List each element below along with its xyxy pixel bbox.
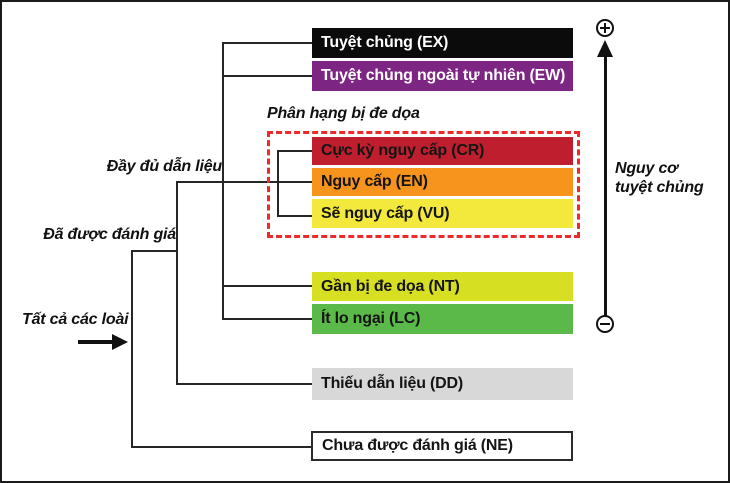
- category-label-nt: Gần bị đe dọa (NT): [321, 277, 460, 295]
- threatened-group-label: Phân hạng bị đe dọa: [267, 105, 420, 122]
- category-box-ne: Chưa được đánh giá (NE): [311, 431, 573, 461]
- connector-dd-branch-h: [176, 383, 313, 385]
- category-label-cr: Cực kỳ nguy cấp (CR): [321, 142, 485, 159]
- category-box-dd: Thiếu dẫn liệu (DD): [312, 368, 573, 400]
- connector-assessed-trunk-v: [222, 42, 224, 320]
- category-box-vu: Sẽ nguy cấp (VU): [312, 199, 573, 228]
- connector-threatened-bracket-v: [277, 150, 279, 217]
- category-box-lc: Ít lo ngại (LC): [312, 304, 573, 334]
- adequate-data-label: Đầy đủ dẫn liệu: [106, 158, 222, 175]
- risk-axis-label: Nguy cơ tuyệt chủng: [615, 159, 704, 197]
- connector-nt-branch-h: [222, 285, 313, 287]
- connector-ne-branch-h: [131, 446, 313, 448]
- category-label-vu: Sẽ nguy cấp (VU): [321, 204, 450, 222]
- category-box-ex: Tuyệt chủng (EX): [312, 28, 573, 58]
- category-label-dd: Thiếu dẫn liệu (DD): [321, 375, 463, 392]
- category-box-nt: Gần bị đe dọa (NT): [312, 272, 573, 301]
- minus-circle-icon: [596, 315, 614, 333]
- category-label-lc: Ít lo ngại (LC): [321, 310, 421, 327]
- all-species-arrow: [78, 340, 113, 344]
- connector-vu-branch-h: [277, 215, 313, 217]
- category-label-en: Nguy cấp (EN): [321, 173, 428, 190]
- plus-circle-icon: [596, 19, 614, 37]
- risk-axis-label-line2: tuyệt chủng: [615, 179, 704, 196]
- category-box-cr: Cực kỳ nguy cấp (CR): [312, 137, 573, 165]
- category-box-ew: Tuyệt chủng ngoài tự nhiên (EW): [312, 61, 573, 91]
- connector-evaluated-h: [131, 250, 178, 252]
- category-label-ew: Tuyệt chủng ngoài tự nhiên (EW): [321, 67, 566, 84]
- all-species-arrowhead-icon: [112, 334, 128, 350]
- risk-axis-label-line1: Nguy cơ: [615, 160, 678, 177]
- all-species-label: Tất cả các loài: [22, 311, 129, 328]
- connector-lc-branch-h: [222, 318, 313, 320]
- threatened-group-frame: [267, 131, 580, 238]
- risk-axis-line: [604, 54, 607, 316]
- category-label-ne: Chưa được đánh giá (NE): [322, 437, 513, 454]
- connector-cr-branch-h: [277, 150, 313, 152]
- risk-axis-arrowhead-icon: [597, 40, 613, 57]
- evaluated-label: Đã được đánh giá: [43, 226, 176, 243]
- category-box-en: Nguy cấp (EN): [312, 168, 573, 196]
- connector-ex-branch-h: [222, 42, 313, 44]
- connector-evaluated-trunk-v: [131, 250, 133, 448]
- category-label-ex: Tuyệt chủng (EX): [321, 34, 449, 51]
- connector-adequate-en-h: [176, 181, 313, 183]
- connector-adequate-trunk-v: [176, 181, 178, 385]
- connector-ew-branch-h: [222, 75, 313, 77]
